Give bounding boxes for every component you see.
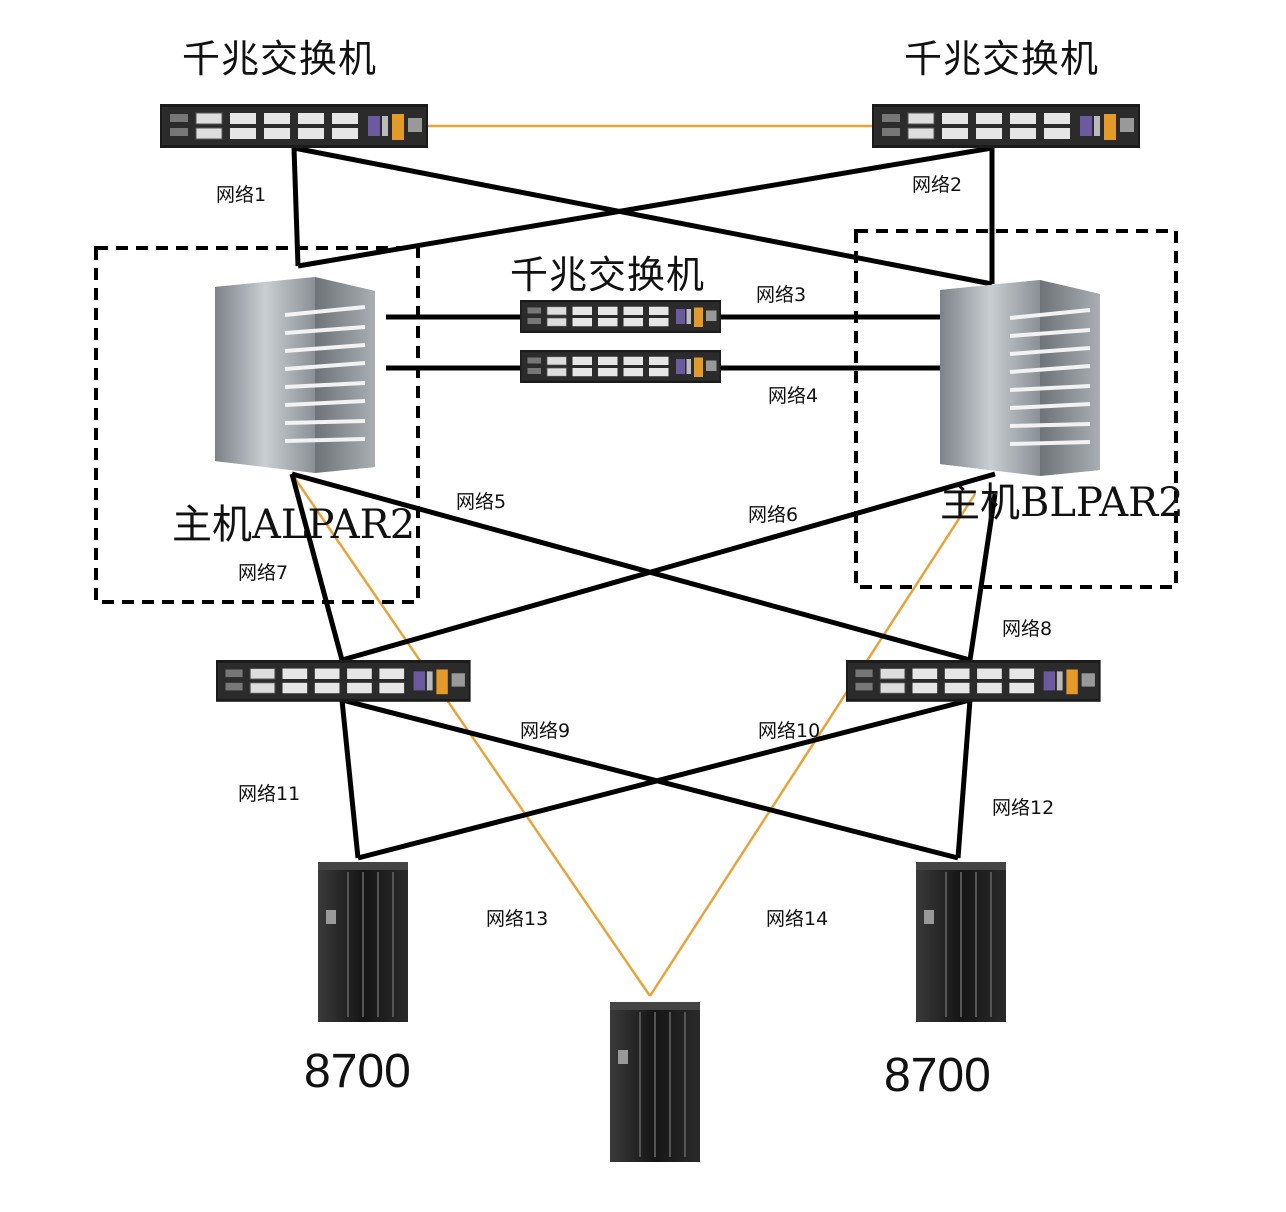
network-11-label: 网络11	[238, 783, 301, 805]
black-links	[289, 145, 998, 861]
network-6-label: 网络6	[748, 504, 799, 526]
network-9-label: 网络9	[520, 720, 571, 742]
storage-left-label: 8700	[304, 1045, 411, 1098]
network-14-label: 网络14	[766, 908, 829, 930]
server-host-a	[213, 275, 377, 475]
link-network-6	[341, 471, 996, 663]
network-3-label: 网络3	[756, 284, 807, 306]
network-4-label: 网络4	[768, 385, 819, 407]
link-tl-switch-to-host-b	[293, 145, 993, 287]
network-2-label: 网络2	[912, 174, 963, 196]
link-tr-switch-to-host-a	[297, 145, 993, 269]
network-13-label: 网络13	[486, 908, 549, 930]
switch-middle-label: 千兆交换机	[510, 253, 706, 297]
network-10-label: 网络10	[758, 720, 821, 742]
network-1-label: 网络1	[216, 184, 267, 206]
server-host-b	[938, 278, 1102, 478]
switch-middle-2	[519, 349, 722, 384]
link-network-12	[955, 699, 973, 859]
link-network-14	[648, 493, 977, 997]
network-5-label: 网络5	[456, 491, 507, 513]
storage-bottom-center	[609, 1001, 701, 1163]
link-network-10	[357, 697, 971, 861]
switch-top-right-label: 千兆交换机	[904, 37, 1100, 81]
link-network-11	[339, 699, 361, 859]
switch-top-left	[159, 103, 429, 149]
host-b-lpar-boundary	[854, 229, 1178, 589]
host-a-label: 主机ALPAR2	[172, 502, 416, 548]
network-12-label: 网络12	[992, 797, 1055, 819]
storage-left	[317, 861, 409, 1023]
link-network-9	[341, 697, 959, 861]
storage-right-label: 8700	[884, 1049, 991, 1102]
switch-bottom-right	[845, 659, 1102, 703]
switch-top-right	[871, 103, 1141, 149]
network-7-label: 网络7	[238, 562, 289, 584]
link-network-5	[291, 471, 971, 663]
link-network-7	[289, 473, 345, 661]
storage-right	[915, 861, 1007, 1023]
switch-middle-1	[519, 299, 722, 334]
host-a-lpar-boundary	[94, 246, 420, 604]
switch-bottom-left	[215, 659, 472, 703]
link-network-8	[967, 493, 998, 661]
host-b-label: 主机BLPAR2	[940, 480, 1184, 526]
switch-top-left-label: 千兆交换机	[182, 37, 378, 81]
network-8-label: 网络8	[1002, 618, 1053, 640]
